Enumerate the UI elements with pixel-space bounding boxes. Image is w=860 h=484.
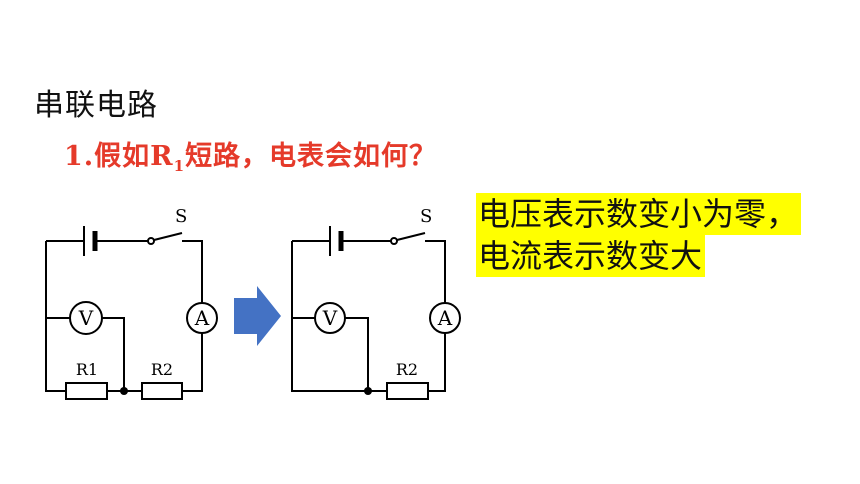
question-prefix: 1.假如R: [64, 141, 174, 172]
wire-right: [428, 333, 446, 392]
voltmeter-label: V: [78, 306, 94, 330]
switch-label: S: [175, 206, 187, 227]
resistor-r2-label: R2: [151, 360, 173, 379]
resistor-r2-icon: [141, 382, 183, 400]
ammeter-label: A: [437, 306, 453, 330]
right-arrow-icon: [234, 286, 281, 346]
answer-line-2: 电流表示数变大: [476, 235, 706, 277]
switch-blade-icon: [153, 232, 183, 241]
ammeter-label: A: [194, 306, 210, 330]
resistor-r1-label: R1: [76, 360, 98, 379]
circuit-before: [45, 226, 218, 400]
question-suffix: 短路，电表会如何？: [185, 141, 438, 172]
junction-dot: [364, 387, 372, 395]
question-subscript: 1: [173, 157, 186, 175]
answer-line-1: 电压表示数变小为零，: [476, 193, 802, 235]
wire-top-right: [182, 240, 203, 303]
wire-voltmeter-right: [345, 317, 369, 391]
switch-pivot: [147, 237, 155, 245]
wire-right: [182, 333, 203, 392]
wire-voltmeter-right: [102, 317, 125, 391]
voltmeter-label: V: [322, 306, 338, 330]
question-text: 1.假如R1短路，电表会如何？: [64, 134, 437, 175]
answer-box: 电压表示数变小为零， 电流表示数变大: [476, 193, 802, 277]
junction-dot: [120, 387, 128, 395]
resistor-r2-icon: [386, 382, 429, 400]
wire-left: [45, 241, 66, 392]
slide-heading: 串联电路: [34, 88, 158, 123]
switch-pivot: [390, 237, 398, 245]
switch-label: S: [420, 206, 432, 227]
circuit-after: [291, 226, 461, 400]
wire-left-bottom: [291, 241, 387, 392]
switch-blade-icon: [396, 232, 426, 241]
resistor-r1-icon: [65, 382, 108, 400]
resistor-r2-label: R2: [396, 360, 418, 379]
wire-top-right: [425, 240, 446, 303]
